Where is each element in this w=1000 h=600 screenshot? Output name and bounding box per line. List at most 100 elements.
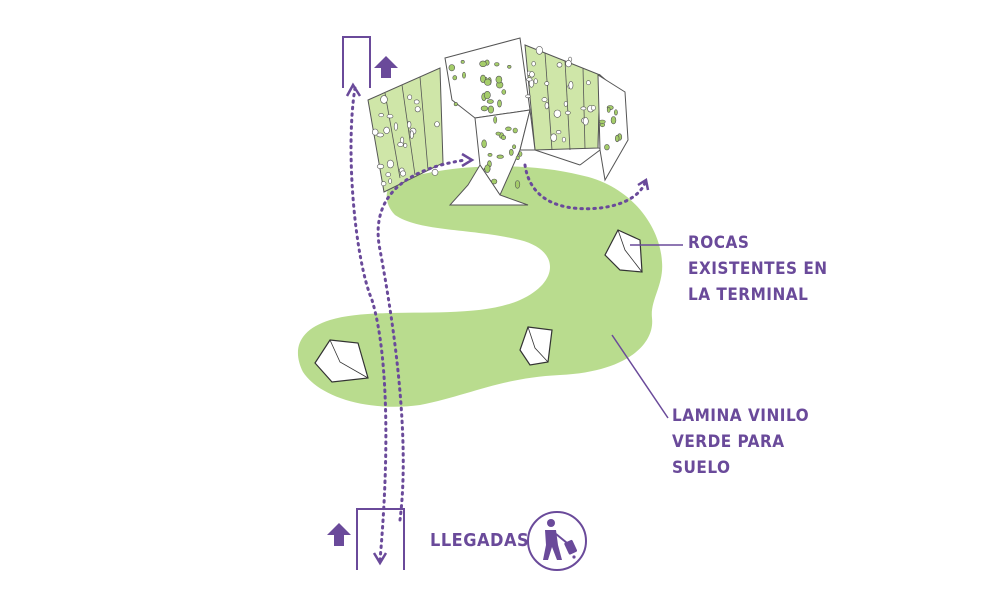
perforation-dot [386,159,394,169]
perforation-dot [407,94,413,100]
perforation-dot [561,136,566,143]
perforation-dot [550,133,558,142]
perforation-dot [413,99,420,105]
perforation-dot [598,119,606,124]
vinyl-label-line-2: VERDE PARA [672,432,785,452]
perforation-dot [480,74,486,83]
path-arrowhead-top [345,82,362,97]
up-arrow-icon [327,523,351,546]
perforation-dot [529,71,535,78]
rock-existing-center [519,326,553,366]
perforation-dot [380,181,387,187]
perforation-dot [535,45,543,55]
perforation-dot [507,65,512,69]
perforation-dot [486,99,494,104]
perforation-dot [526,77,533,82]
perforation-dot [487,105,495,114]
perforation-dot [399,170,406,177]
perforation-dot [397,142,404,148]
perforation-dot [372,128,379,136]
perforation-dot [483,90,491,100]
perforation-dot [493,116,498,124]
vinyl-leader-line [611,334,669,419]
perforation-dot [563,101,568,107]
perforation-dot [514,180,521,189]
perforation-dot [544,101,549,110]
perforation-dot [555,130,562,135]
perforation-dot [590,105,596,111]
perforation-dot [383,126,390,134]
perforation-dot [452,75,458,81]
perforation-dot [525,94,531,99]
perforation-dot [610,116,617,125]
rocks-label-line-2: EXISTENTES EN [688,259,828,279]
perforation-dot [518,151,523,157]
perforation-dot [414,106,421,113]
perforation-dot [580,106,587,111]
perforation-dot [409,130,414,139]
perforation-dot [556,62,563,68]
perforation-dot [376,163,385,169]
perforation-dot [407,120,412,129]
top-door [342,36,371,88]
perforation-dot [380,95,388,104]
path-arrowhead-bottom [372,552,388,566]
perforation-dot [434,121,440,128]
perforation-dot [487,152,493,157]
perforation-dot [388,178,392,184]
rocks-label: ROCAS EXISTENTES EN LA TERMINAL [688,230,828,308]
perforation-dot [614,109,618,116]
up-arrow-icon [374,56,398,78]
perforation-dot [496,154,504,159]
perforation-dot [512,127,518,134]
perforation-dot [586,80,591,86]
perforation-dot [484,164,491,173]
perforation-dot [494,62,500,67]
perforation-dot [479,60,487,67]
perforation-dot [565,110,571,115]
circulation-paths [349,86,647,562]
perforation-dot [460,60,465,64]
traveler-with-luggage-icon [527,511,587,571]
perforation-dot [541,97,548,102]
perforation-dot [568,80,574,90]
perforation-dot [484,78,492,86]
vinyl-label: LAMINA VINILO VERDE PARA SUELO [672,403,809,481]
structure-central-body [444,37,629,206]
perforation-dot [531,61,536,67]
perforation-dot [604,144,610,151]
perforation-dot [553,109,562,118]
vinyl-label-line-1: LAMINA VINILO [672,406,810,426]
path-arrowhead-exit [637,177,650,191]
perforation-dot [386,114,394,119]
perforation-dot [501,89,507,95]
perforation-dot [462,71,466,79]
perforation-dot [431,168,439,176]
perforation-dot [500,135,506,140]
perforation-dot [533,78,538,84]
rock-existing-left [314,339,369,383]
perforation-dot [544,81,550,86]
perforation-dot [606,107,611,113]
perforation-dot [508,148,514,156]
vinyl-label-line-3: SUELO [672,458,731,478]
perforation-dot [512,144,517,150]
perforation-dot [403,143,408,148]
rocks-label-line-1: ROCAS [688,233,750,253]
perforation-dot [453,102,458,107]
bottom-door [356,508,405,570]
perforation-dot [448,64,455,72]
green-vinyl-floor [297,166,663,407]
perforation-dots [372,45,623,189]
path-arrowhead-structure [461,152,475,168]
perforation-dot [491,178,498,185]
perforation-dot [614,134,620,143]
perforation-dot [481,139,487,149]
perforation-dot [515,155,520,161]
perforation-dot [565,59,572,68]
arrivals-label: LLEGADAS [430,530,530,551]
perforation-dot [582,117,589,126]
perforation-dot [505,126,512,132]
perforation-dot [393,122,398,131]
